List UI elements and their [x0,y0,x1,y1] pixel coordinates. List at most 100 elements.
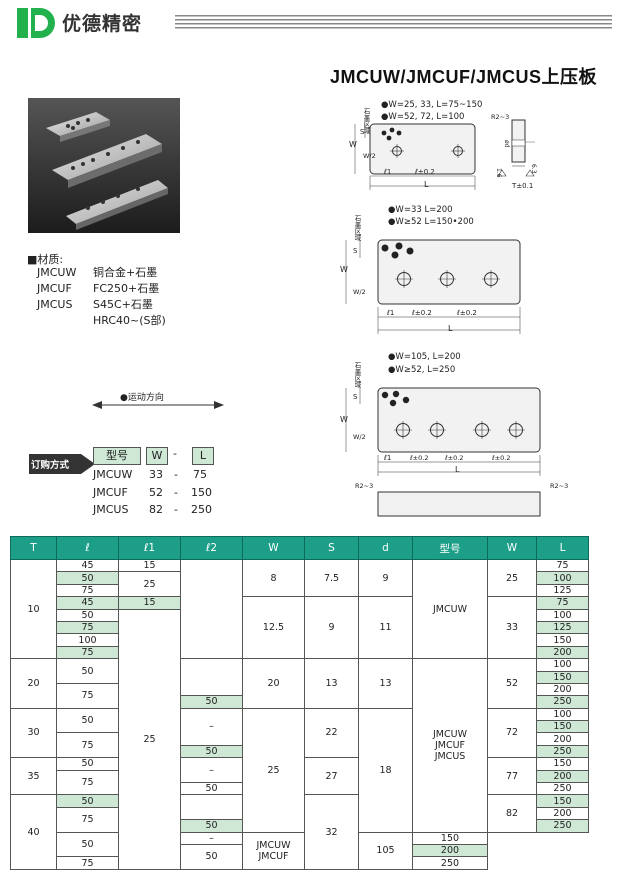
table-cell: 75 [56,769,119,796]
table-cell: 50 [180,843,243,870]
col-l: ℓ [56,536,119,560]
table-cell: JMCUW JMCUF JMCUS [412,658,488,833]
drawing1-note: ●W=52, 72, L=100 [381,112,465,122]
table-cell: 50 [56,707,119,734]
dim-w2: W/2 [353,288,366,296]
table-cell: 35 [10,757,57,796]
dim-l: ℓ±0.2 [415,168,435,176]
dim-l1: ℓ1 [384,168,392,176]
table-row: 50 – JMCUW JMCUF 105 150 [11,831,589,870]
table-cell: 50 [56,831,119,858]
dim-w: W [349,140,357,149]
dim-w2: W/2 [353,433,366,441]
drawing2-note: ●W=33 L=200 [388,205,453,215]
page-title: JMCUW/JMCUF/JMCUS上压板 [329,67,597,87]
motion-arrow-icon [92,401,224,409]
table-cell: 50 [180,695,243,709]
material-item: HRC40~(S部) [93,314,166,327]
table-cell [180,658,243,697]
table-cell: 50 [180,744,243,759]
table-cell: 15 [118,558,181,573]
dim-d: ød [503,140,510,148]
table-cell: 40 [10,794,57,870]
product-photo [28,98,180,233]
col-l2: ℓ2 [180,536,243,560]
table-cell: 200 [536,645,589,660]
col-l1: ℓ1 [118,536,181,560]
table-cell: 200 [536,806,589,821]
table-cell: 100 [56,633,119,647]
order-row: JMCUF [93,486,128,499]
table-cell: 75 [536,558,589,573]
drawing2-plate [345,239,521,334]
table-cell: 50 [56,608,119,622]
jd-logo-icon [17,8,55,38]
col-model: 型号 [412,536,488,560]
table-cell: 9 [358,558,413,598]
table-row: 150 [11,720,589,734]
dim-l1: ℓ1 [384,454,392,462]
graphite-label: 石墨区域 [353,362,361,388]
header-rule [175,15,612,29]
order-header-w: W [146,447,168,465]
dim-l: ℓ±0.2 [492,454,511,462]
table-cell: 50 [56,658,119,684]
table-cell: 75 [56,806,119,833]
dim-l: ℓ±0.2 [410,454,429,462]
col-d: d [358,536,413,560]
table-cell: 75 [56,732,119,759]
table-cell: 11 [358,596,413,660]
graphite-label: 石墨区域 [362,108,370,134]
table-cell: 100 [536,707,589,722]
table-cell: 150 [412,831,488,846]
table-cell: 100 [536,658,589,672]
table-cell: 45 [56,596,119,610]
col-L: L [536,536,589,560]
drawing1-note: ●W=25, 33, L=75~150 [381,100,483,110]
dim-w2: W/2 [363,152,376,160]
table-cell: 9 [304,596,359,660]
table-cell: – [180,831,243,846]
table-cell: 33 [487,596,537,660]
table-cell: 15 [118,596,181,610]
dim-L: L [455,465,460,474]
table-cell: 50 [56,794,119,808]
dim-w: W [340,415,348,424]
graphite-label: 石墨区域 [353,215,361,241]
material-heading: ■材质: [27,253,64,266]
dim-l: ℓ±0.2 [445,454,464,462]
table-cell: 45 [56,558,119,573]
table-cell: 50 [56,757,119,771]
motion-label: ●运动方向 [120,393,164,403]
table-cell: 50 [56,571,119,585]
table-cell: 150 [536,757,589,771]
table-cell: 100 [536,571,589,585]
table-row: 30 50 – 25 22 18 72 100 [10,707,589,833]
table-cell: 75 [56,856,119,870]
table-row: 75 200 [11,769,589,796]
table-cell: 150 [536,794,589,808]
table-cell: 200 [536,769,589,784]
dim-w: W [340,265,348,274]
order-header-dash: - [173,447,177,460]
table-cell: 200 [412,843,488,858]
dim-r23: R2~3 [355,482,374,490]
table-cell: 25 [487,558,537,598]
table-cell: JMCUW [412,558,488,660]
table-row: 10 45 15 8 7.5 9 JMCUW 25 75 [10,558,589,660]
table-cell: 75 [56,682,119,709]
table-cell: 27 [304,757,359,796]
order-badge-icon [29,454,95,474]
order-header-l: L [192,447,214,465]
dim-s: S [353,247,358,255]
